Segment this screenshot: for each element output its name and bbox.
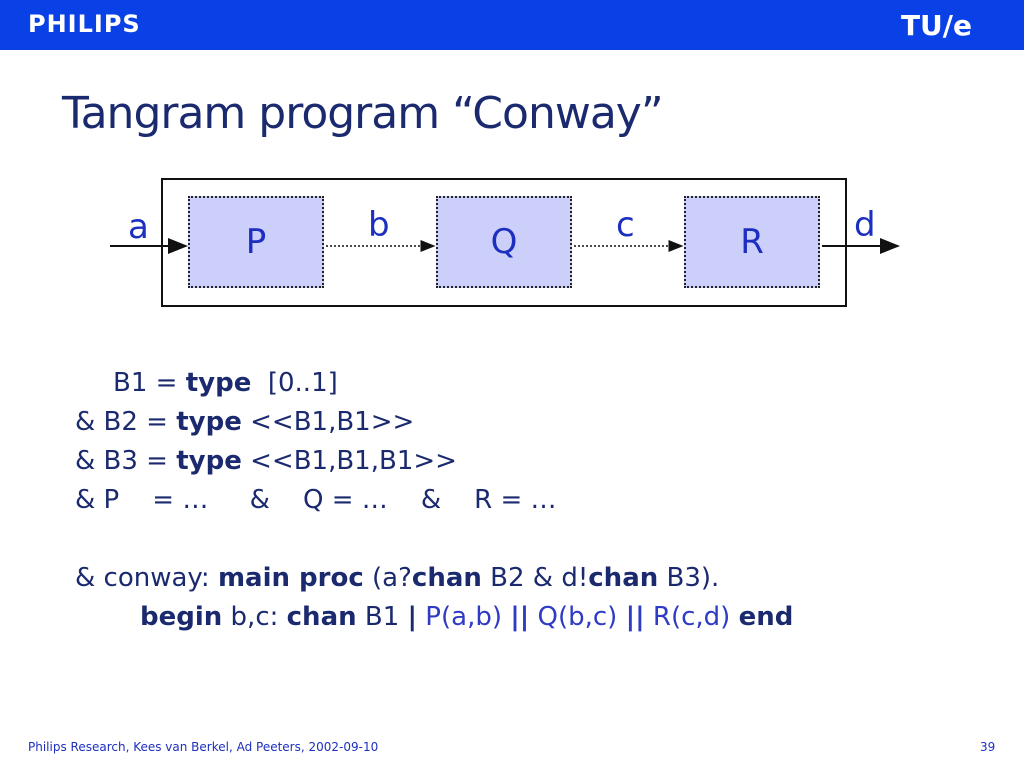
conway-diagram: P Q R a b c d bbox=[108, 176, 908, 312]
code-line-begin: begin b,c: chan B1 | P(a,b) || Q(b,c) ||… bbox=[140, 602, 794, 632]
tue-logo: TU/e bbox=[900, 9, 972, 42]
channel-label-a: a bbox=[128, 207, 149, 247]
outer-frame bbox=[161, 178, 847, 307]
code-line-conway: & conway: main proc (a?chan B2 & d!chan … bbox=[75, 563, 720, 593]
code-line-b3: & B3 = type <<B1,B1,B1>> bbox=[75, 446, 457, 476]
channel-label-c: c bbox=[616, 205, 635, 245]
process-box-q: Q bbox=[436, 196, 572, 288]
code-line-b1: B1 = type [0..1] bbox=[113, 368, 338, 398]
header-bar: PHILIPS TU/e bbox=[0, 0, 1024, 50]
channel-label-d: d bbox=[854, 205, 876, 245]
footer-credit: Philips Research, Kees van Berkel, Ad Pe… bbox=[28, 740, 379, 754]
channel-label-b: b bbox=[368, 205, 390, 245]
process-box-r: R bbox=[684, 196, 820, 288]
code-line-pqr: & P = … & Q = … & R = … bbox=[75, 485, 557, 515]
code-line-b2: & B2 = type <<B1,B1>> bbox=[75, 407, 415, 437]
process-box-p: P bbox=[188, 196, 324, 288]
diagram-lines bbox=[110, 178, 900, 307]
philips-logo: PHILIPS bbox=[28, 10, 141, 38]
page-number: 39 bbox=[980, 740, 996, 754]
slide-title: Tangram program “Conway” bbox=[62, 88, 664, 139]
